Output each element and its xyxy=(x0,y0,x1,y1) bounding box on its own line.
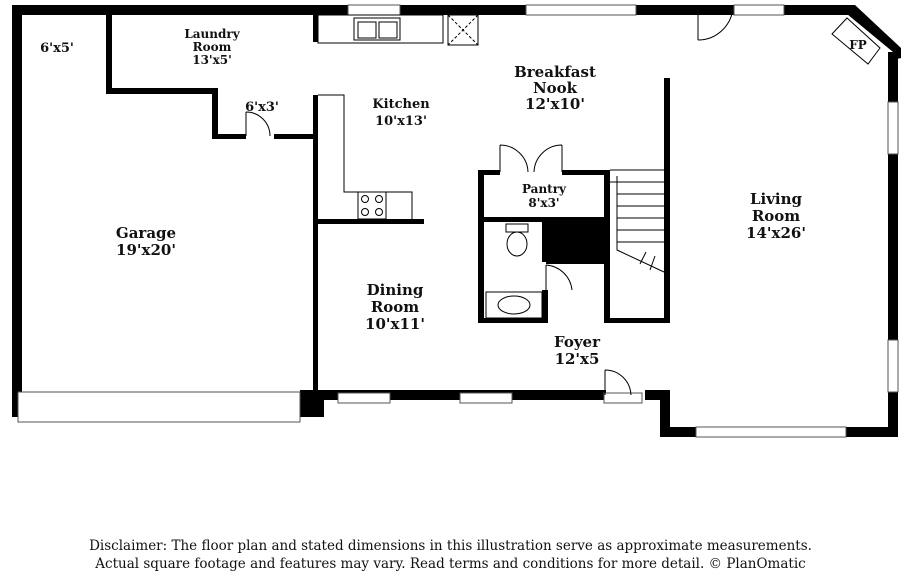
closet-dims: 6'x5' xyxy=(40,41,74,56)
kitchen-dims: 10'x13' xyxy=(375,114,427,129)
breakfast-name-line1: Breakfast xyxy=(514,63,596,81)
disclaimer-line-2: Actual square footage and features may v… xyxy=(95,556,806,572)
hall-closet-dims: 6'x3' xyxy=(245,100,279,115)
dining-dims: 10'x11' xyxy=(365,315,425,333)
foyer-dims: 12'x5 xyxy=(555,350,600,368)
doors xyxy=(245,4,734,396)
interior-walls xyxy=(106,12,670,395)
bathroom-fixtures xyxy=(485,223,543,319)
staircase xyxy=(610,169,665,273)
fireplace: FP xyxy=(831,17,881,65)
disclaimer-line-1: Disclaimer: The floor plan and stated di… xyxy=(89,538,812,554)
dining-name-line1: Dining xyxy=(367,281,424,299)
pantry-name: Pantry xyxy=(522,182,567,196)
laundry-dims: 13'x5' xyxy=(192,53,232,67)
garage-dims: 19'x20' xyxy=(116,241,176,259)
breakfast-name-line2: Nook xyxy=(533,79,578,97)
foyer-name: Foyer xyxy=(554,333,601,351)
garage-name: Garage xyxy=(116,224,176,242)
laundry-name-line1: Laundry xyxy=(184,27,240,41)
pantry-dims: 8'x3' xyxy=(528,196,559,210)
living-name-line2: Room xyxy=(752,207,800,225)
laundry-name-line2: Room xyxy=(193,40,232,54)
dining-name-line2: Room xyxy=(371,298,419,316)
fireplace-label: FP xyxy=(849,38,867,52)
living-name-line1: Living xyxy=(750,190,803,208)
kitchen-name: Kitchen xyxy=(372,97,430,112)
windows xyxy=(17,4,899,438)
kitchen-fixtures xyxy=(317,14,479,220)
breakfast-dims: 12'x10' xyxy=(525,95,585,113)
floor-plan: FP 6'x5' Laundry Room 13'x5' 6'x3' Kitch… xyxy=(12,4,901,438)
living-dims: 14'x26' xyxy=(746,224,806,242)
